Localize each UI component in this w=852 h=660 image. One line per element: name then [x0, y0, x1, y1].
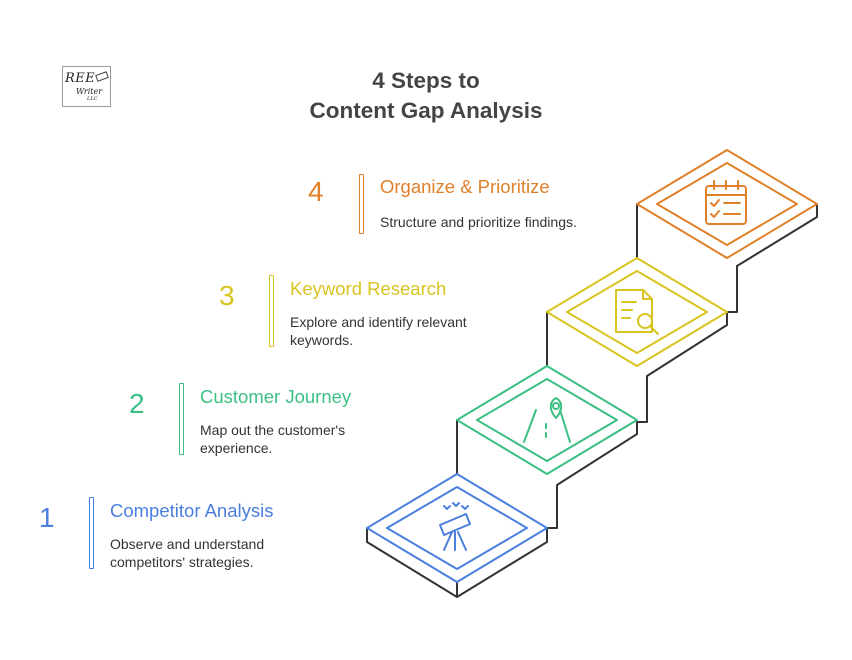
- road-map-pin-icon: [523, 397, 571, 443]
- step-4-bar: [359, 174, 364, 234]
- step-1-desc-line-1: Observe and understand: [110, 536, 265, 552]
- step-4-number: 4: [308, 176, 324, 207]
- step-2-platform: [456, 365, 638, 475]
- page-title: 4 Steps to Content Gap Analysis: [256, 66, 596, 126]
- logo-text: REE: [65, 71, 96, 86]
- step-4-desc-line-1: Structure and prioritize findings.: [380, 214, 577, 230]
- step-risers: [456, 203, 638, 475]
- step-2-description: Map out the customer's experience.: [200, 421, 450, 457]
- checklist-icon: [705, 180, 747, 225]
- telescope-icon: [439, 502, 471, 551]
- step-3-desc-line-1: Explore and identify relevant: [290, 314, 467, 330]
- step-2-bar: [179, 383, 184, 455]
- logo-subtext: Writer: [76, 87, 103, 96]
- step-3-heading: Keyword Research: [290, 278, 447, 299]
- step-2-desc-line-2: experience.: [200, 440, 273, 456]
- title-line-2: Content Gap Analysis: [309, 98, 543, 123]
- company-logo: REE Writer LLC: [62, 66, 111, 107]
- step-4-heading: Organize & Prioritize: [380, 176, 550, 197]
- step-4-description: Structure and prioritize findings.: [380, 213, 630, 231]
- step-2-heading: Customer Journey: [200, 386, 352, 407]
- logo-suffix: LLC: [87, 96, 98, 102]
- step-3-number: 3: [219, 280, 235, 311]
- step-1-bar: [89, 497, 94, 569]
- step-4-platform: [636, 149, 818, 259]
- step-1-platform: [366, 473, 548, 583]
- step-3-desc-line-2: keywords.: [290, 332, 354, 348]
- step-2-number: 2: [129, 388, 145, 419]
- step-1-description: Observe and understand competitors' stra…: [110, 535, 360, 571]
- step-2-desc-line-1: Map out the customer's: [200, 422, 346, 438]
- document-search-icon: [615, 289, 659, 335]
- staircase-outline: [366, 203, 818, 598]
- step-1-heading: Competitor Analysis: [110, 500, 274, 521]
- step-3-description: Explore and identify relevant keywords.: [290, 313, 540, 349]
- step-1-number: 1: [39, 502, 55, 533]
- step-3-bar: [269, 275, 274, 347]
- step-3-platform: [546, 257, 728, 367]
- step-1-desc-line-2: competitors' strategies.: [110, 554, 254, 570]
- title-line-1: 4 Steps to: [372, 68, 480, 93]
